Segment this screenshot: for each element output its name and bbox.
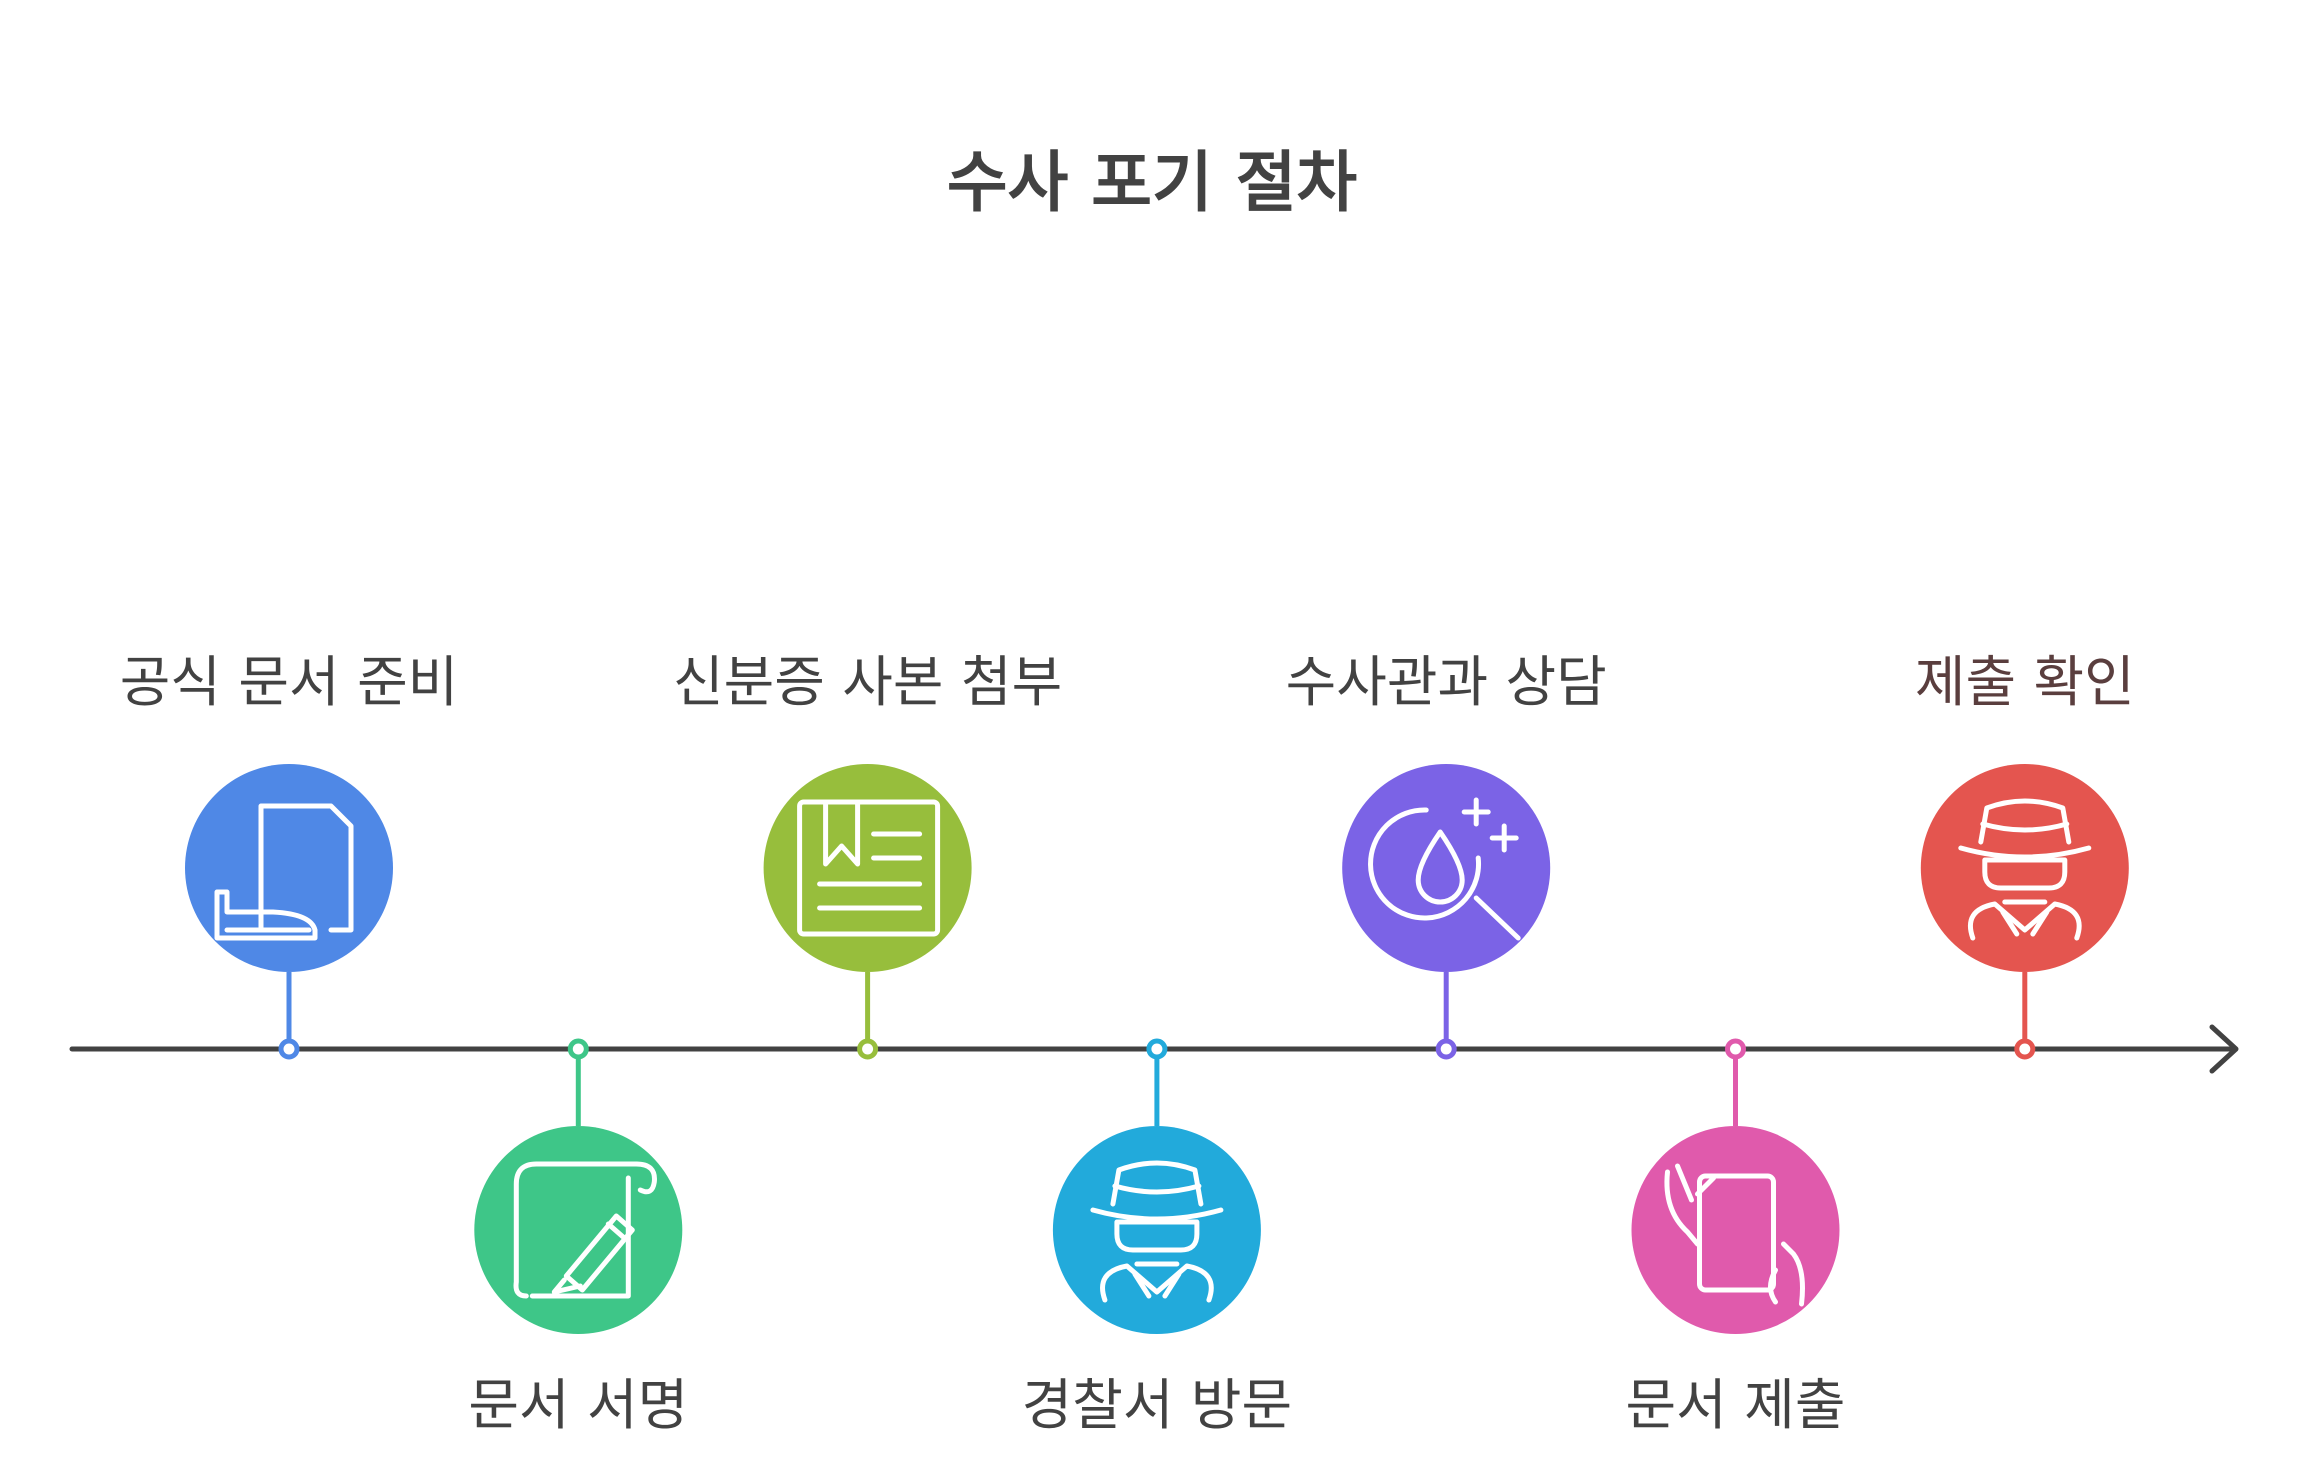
- timeline-arrowhead-icon: [2209, 1024, 2239, 1074]
- step-circle: [1052, 1126, 1261, 1334]
- hands-holding-tablet-icon: [1664, 1163, 1805, 1307]
- step-circle: [474, 1126, 683, 1334]
- step-circle: [763, 764, 972, 972]
- step-label: 경찰서 방문: [1021, 1373, 1293, 1437]
- axis-marker: [1435, 1038, 1457, 1060]
- timeline-step: [1342, 764, 1551, 1060]
- step-label: 문서 제출: [1625, 1373, 1846, 1437]
- step-circle: [1342, 764, 1551, 972]
- timeline-step: [1920, 764, 2129, 1060]
- step-label: 공식 문서 준비: [119, 650, 459, 714]
- axis-marker: [857, 1038, 879, 1060]
- diagram-title: 수사 포기 절차: [946, 144, 1358, 221]
- document-hand-icon: [214, 803, 354, 941]
- step-circle: [185, 764, 393, 972]
- quill-signing-icon: [513, 1161, 657, 1299]
- axis-marker: [567, 1038, 589, 1060]
- step-circle: [1920, 764, 2129, 972]
- timeline-step: [763, 764, 972, 1060]
- bookmarked-document-icon: [797, 799, 941, 937]
- axis-marker: [1725, 1038, 1746, 1060]
- detective-icon: [1090, 1160, 1224, 1303]
- timeline-step: [1631, 1038, 1840, 1334]
- step-label: 문서 서명: [468, 1373, 689, 1437]
- detective-icon: [1958, 798, 2092, 941]
- step-label: 수사관과 상담: [1285, 650, 1607, 714]
- magnifier-drop-icon: [1368, 797, 1521, 941]
- timeline-step: [1052, 1038, 1261, 1334]
- timeline-step: [474, 1038, 683, 1334]
- step-circle: [1631, 1126, 1840, 1334]
- step-label: 신분증 사본 첨부: [673, 650, 1063, 714]
- axis-marker: [1146, 1038, 1168, 1060]
- axis-marker: [278, 1038, 300, 1060]
- step-label: 제출 확인: [1914, 650, 2135, 714]
- axis-marker: [2014, 1038, 2036, 1060]
- timeline-step: [185, 764, 393, 1060]
